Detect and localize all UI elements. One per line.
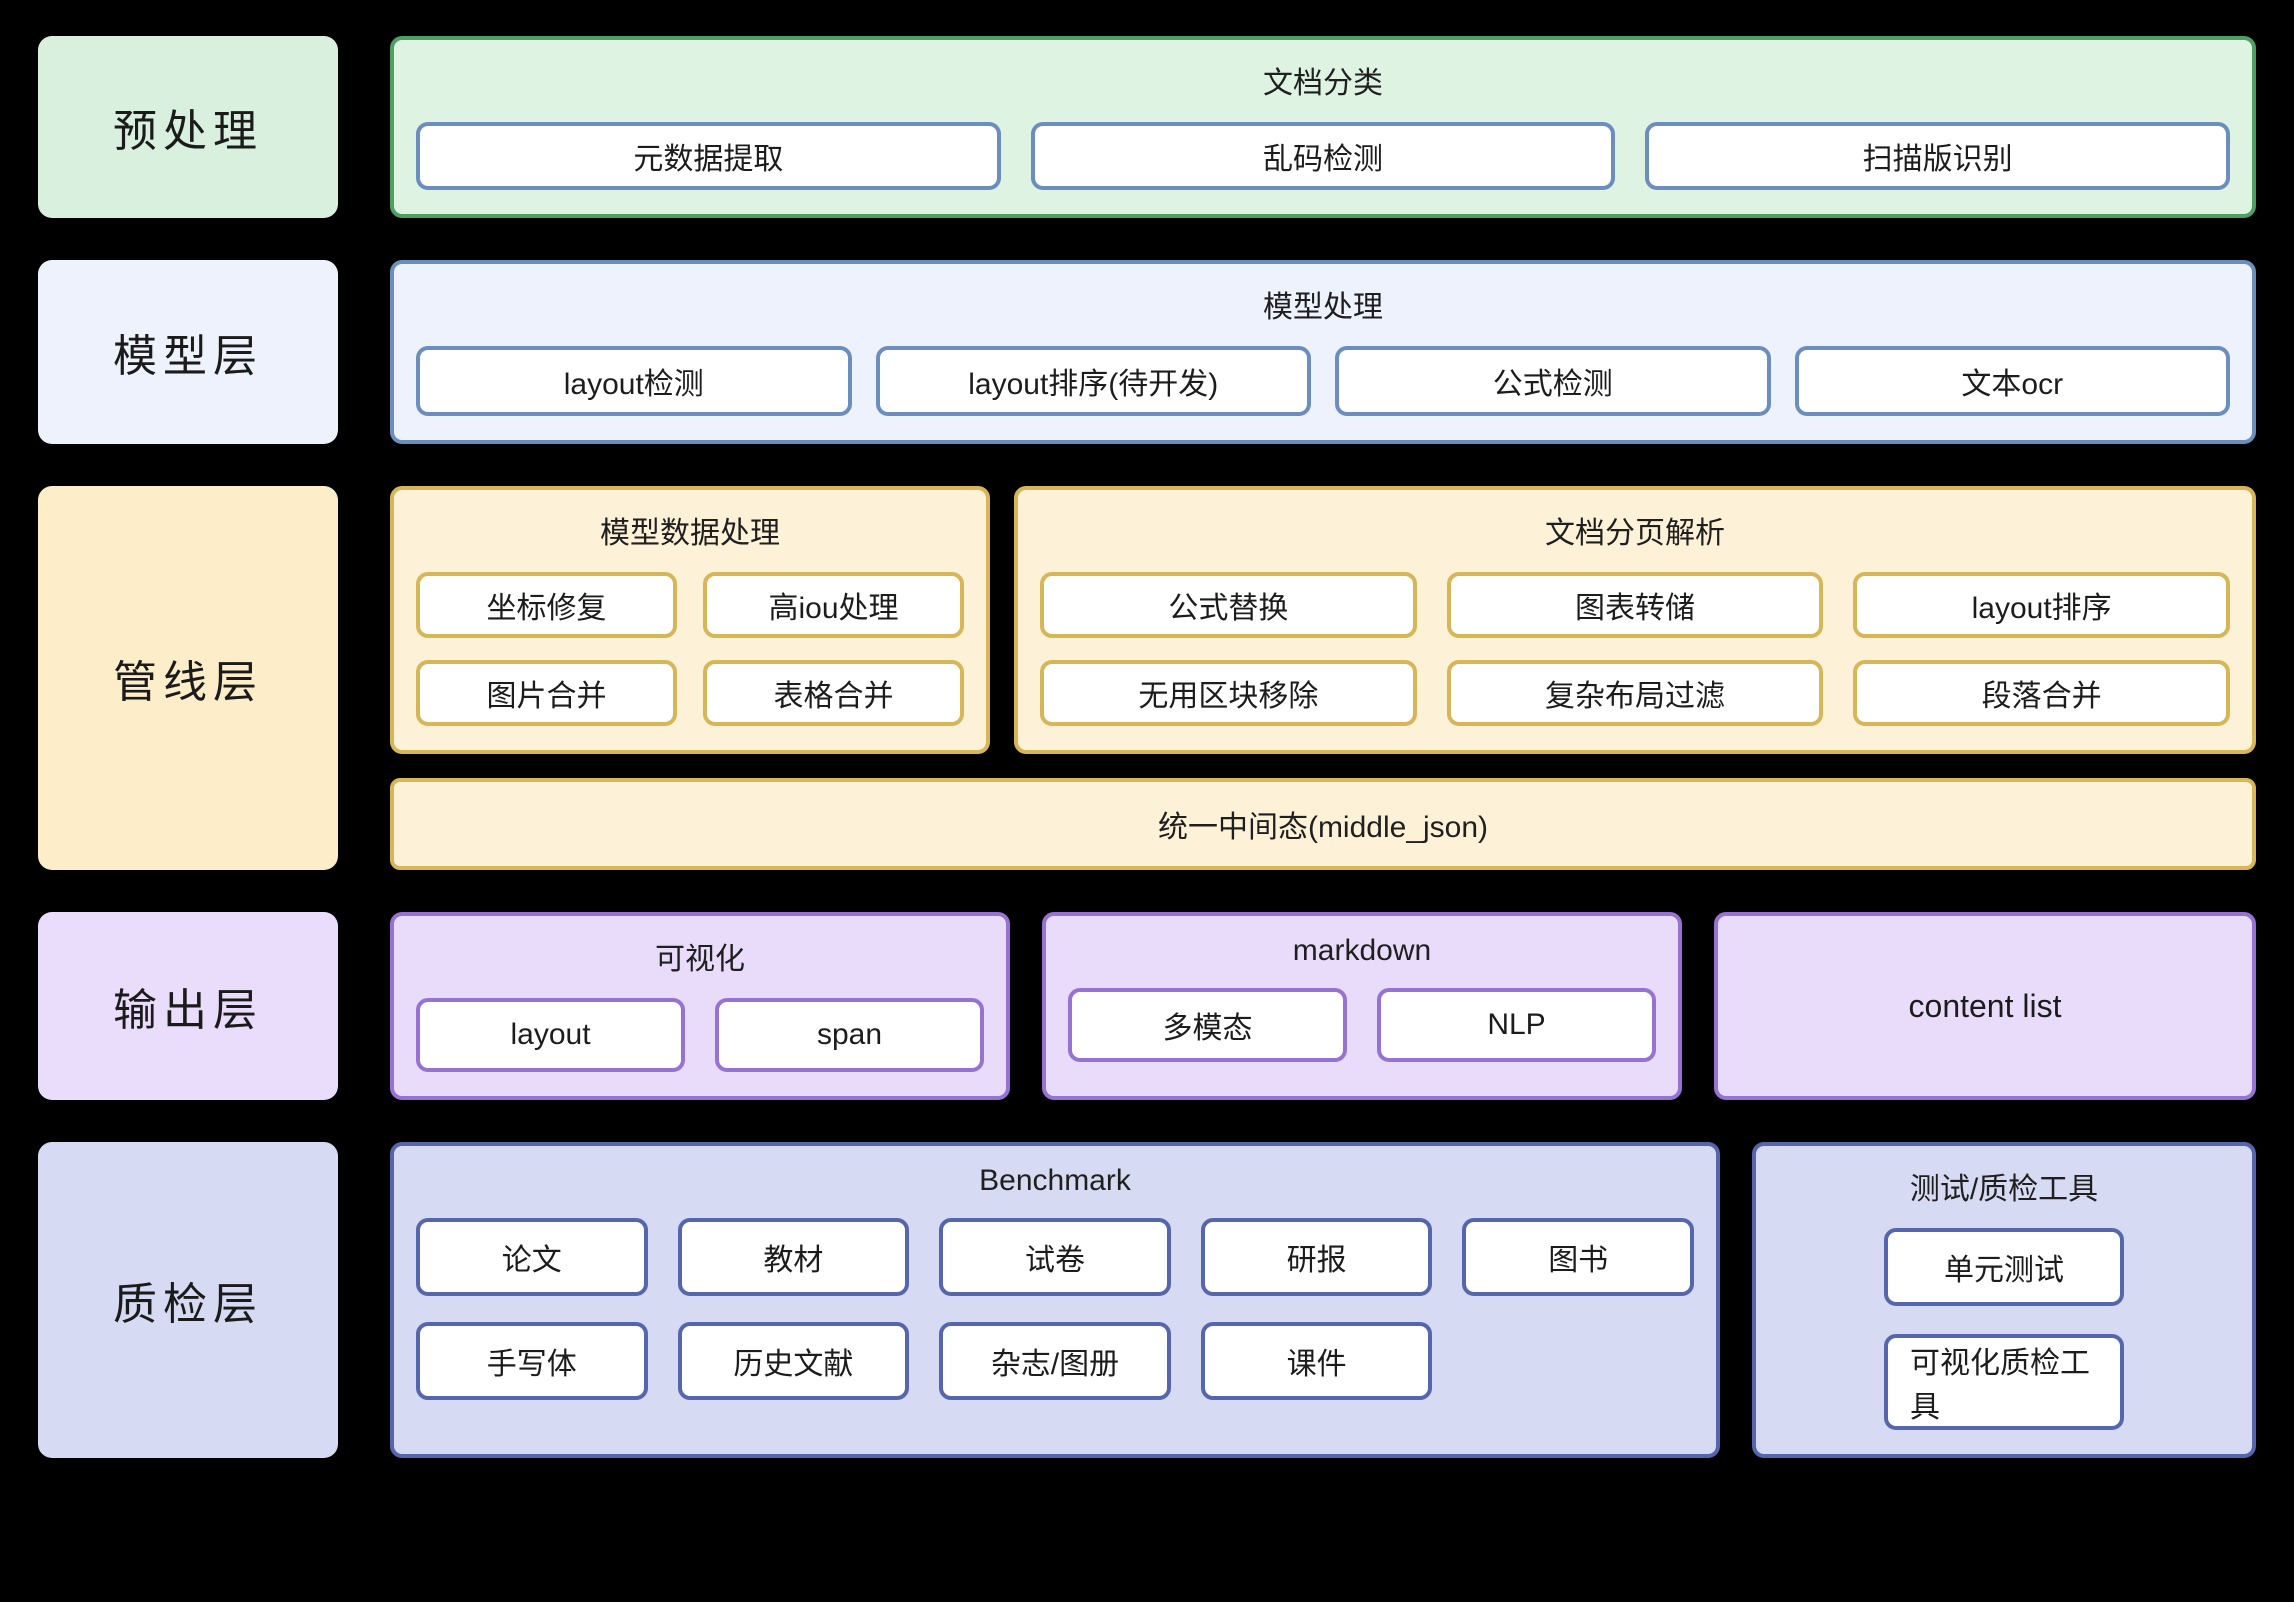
chip-courseware[interactable]: 课件 bbox=[1200, 1322, 1433, 1400]
chip-list-visualization: layout span bbox=[416, 998, 984, 1072]
group-markdown: markdown 多模态 NLP bbox=[1042, 912, 1682, 1100]
chip-list-markdown: 多模态 NLP bbox=[1068, 988, 1656, 1062]
chip-textbook[interactable]: 教材 bbox=[677, 1218, 910, 1296]
group-title-model-data-processing: 模型数据处理 bbox=[600, 517, 780, 550]
chip-research-report[interactable]: 研报 bbox=[1200, 1218, 1433, 1296]
layer-row-quality: 质检层 Benchmark 论文 教材 试卷 研报 图书 手写体 历史文献 杂志… bbox=[38, 1142, 2256, 1458]
chip-layout-ordering[interactable]: layout排序(待开发) bbox=[875, 346, 1311, 416]
chip-text-ocr[interactable]: 文本ocr bbox=[1794, 346, 2230, 416]
band-output: 可视化 layout span markdown 多模态 NLP content… bbox=[390, 912, 2256, 1100]
chip-nlp[interactable]: NLP bbox=[1377, 988, 1656, 1062]
group-document-classification: 文档分类 元数据提取 乱码检测 扫描版识别 bbox=[390, 36, 2256, 218]
layer-label-preprocess: 预处理 bbox=[38, 36, 338, 218]
chip-list-document-classification: 元数据提取 乱码检测 扫描版识别 bbox=[416, 122, 2231, 190]
layer-content-model: 模型处理 layout检测 layout排序(待开发) 公式检测 文本ocr bbox=[390, 260, 2256, 444]
group-title-visualization: 可视化 bbox=[655, 943, 745, 976]
layer-content-pipeline: 模型数据处理 坐标修复 高iou处理 图片合并 表格合并 文档分页解析 公式替换… bbox=[390, 486, 2256, 870]
chip-layout-sorting[interactable]: layout排序 bbox=[1853, 572, 2230, 638]
band-quality: Benchmark 论文 教材 试卷 研报 图书 手写体 历史文献 杂志/图册 … bbox=[390, 1142, 2256, 1458]
group-model-processing: 模型处理 layout检测 layout排序(待开发) 公式检测 文本ocr bbox=[390, 260, 2256, 444]
band-preprocess: 文档分类 元数据提取 乱码检测 扫描版识别 bbox=[390, 36, 2256, 218]
layer-row-output: 输出层 可视化 layout span markdown 多模态 NLP bbox=[38, 912, 2256, 1100]
group-title-document-classification: 文档分类 bbox=[1263, 67, 1383, 100]
layer-row-pipeline: 管线层 模型数据处理 坐标修复 高iou处理 图片合并 表格合并 文档分页解析 … bbox=[38, 486, 2256, 870]
chip-layout-detection[interactable]: layout检测 bbox=[416, 346, 852, 416]
chip-historical-document[interactable]: 历史文献 bbox=[677, 1322, 910, 1400]
chip-book[interactable]: 图书 bbox=[1462, 1218, 1694, 1296]
chip-formula-replacement[interactable]: 公式替换 bbox=[1040, 572, 1417, 638]
group-title-testing-qa-tools: 测试/质检工具 bbox=[1909, 1173, 2099, 1206]
chip-visual-qa-tool[interactable]: 可视化质检工具 bbox=[1884, 1334, 2124, 1430]
layer-row-model: 模型层 模型处理 layout检测 layout排序(待开发) 公式检测 文本o… bbox=[38, 260, 2256, 444]
chip-layout[interactable]: layout bbox=[416, 998, 685, 1072]
group-title-benchmark: Benchmark bbox=[979, 1164, 1131, 1197]
chip-image-merge[interactable]: 图片合并 bbox=[416, 660, 677, 726]
chip-useless-block-removal[interactable]: 无用区块移除 bbox=[1040, 660, 1417, 726]
group-title-document-page-parsing: 文档分页解析 bbox=[1545, 517, 1725, 550]
layer-content-quality: Benchmark 论文 教材 试卷 研报 图书 手写体 历史文献 杂志/图册 … bbox=[390, 1142, 2256, 1458]
group-model-data-processing: 模型数据处理 坐标修复 高iou处理 图片合并 表格合并 bbox=[390, 486, 990, 754]
group-visualization: 可视化 layout span bbox=[390, 912, 1010, 1100]
chip-paper[interactable]: 论文 bbox=[416, 1218, 648, 1296]
chip-magazine-album[interactable]: 杂志/图册 bbox=[939, 1322, 1171, 1400]
chip-garbled-detection[interactable]: 乱码检测 bbox=[1030, 122, 1616, 190]
layer-content-preprocess: 文档分类 元数据提取 乱码检测 扫描版识别 bbox=[390, 36, 2256, 218]
group-title-model-processing: 模型处理 bbox=[1263, 291, 1383, 324]
chip-table-merge[interactable]: 表格合并 bbox=[703, 660, 964, 726]
chip-list-document-page-parsing: 公式替换 图表转储 layout排序 无用区块移除 复杂布局过滤 段落合并 bbox=[1040, 572, 2230, 726]
chip-chart-storage[interactable]: 图表转储 bbox=[1446, 572, 1824, 638]
chip-metadata-extraction[interactable]: 元数据提取 bbox=[416, 122, 1001, 190]
chip-list-benchmark: 论文 教材 试卷 研报 图书 手写体 历史文献 杂志/图册 课件 bbox=[416, 1218, 1694, 1400]
chip-multimodal[interactable]: 多模态 bbox=[1068, 988, 1347, 1062]
layer-label-output: 输出层 bbox=[38, 912, 338, 1100]
chip-list-testing-qa-tools: 单元测试 可视化质检工具 bbox=[1778, 1228, 2230, 1430]
layer-label-quality: 质检层 bbox=[38, 1142, 338, 1458]
layer-row-preprocess: 预处理 文档分类 元数据提取 乱码检测 扫描版识别 bbox=[38, 36, 2256, 218]
chip-list-model-data-processing: 坐标修复 高iou处理 图片合并 表格合并 bbox=[416, 572, 964, 726]
group-content-list[interactable]: content list bbox=[1714, 912, 2256, 1100]
layer-content-output: 可视化 layout span markdown 多模态 NLP content… bbox=[390, 912, 2256, 1100]
group-benchmark: Benchmark 论文 教材 试卷 研报 图书 手写体 历史文献 杂志/图册 … bbox=[390, 1142, 1720, 1458]
chip-list-model-processing: layout检测 layout排序(待开发) 公式检测 文本ocr bbox=[416, 346, 2230, 416]
chip-unit-test[interactable]: 单元测试 bbox=[1884, 1228, 2124, 1306]
group-document-page-parsing: 文档分页解析 公式替换 图表转储 layout排序 无用区块移除 复杂布局过滤 … bbox=[1014, 486, 2256, 754]
group-title-markdown: markdown bbox=[1292, 934, 1432, 967]
band-model: 模型处理 layout检测 layout排序(待开发) 公式检测 文本ocr bbox=[390, 260, 2256, 444]
layer-label-model: 模型层 bbox=[38, 260, 338, 444]
chip-span[interactable]: span bbox=[715, 998, 984, 1072]
chip-paragraph-merge[interactable]: 段落合并 bbox=[1853, 660, 2230, 726]
chip-complex-layout-filter[interactable]: 复杂布局过滤 bbox=[1446, 660, 1824, 726]
band-pipeline: 模型数据处理 坐标修复 高iou处理 图片合并 表格合并 文档分页解析 公式替换… bbox=[390, 486, 2256, 754]
chip-formula-detection[interactable]: 公式检测 bbox=[1335, 346, 1771, 416]
layer-label-pipeline: 管线层 bbox=[38, 486, 338, 870]
chip-exam-paper[interactable]: 试卷 bbox=[939, 1218, 1171, 1296]
chip-coordinate-repair[interactable]: 坐标修复 bbox=[416, 572, 677, 638]
chip-scanned-recognition[interactable]: 扫描版识别 bbox=[1645, 122, 2231, 190]
unified-middle-json-bar[interactable]: 统一中间态(middle_json) bbox=[390, 778, 2256, 870]
chip-handwriting[interactable]: 手写体 bbox=[416, 1322, 648, 1400]
group-testing-qa-tools: 测试/质检工具 单元测试 可视化质检工具 bbox=[1752, 1142, 2256, 1458]
chip-high-iou-handling[interactable]: 高iou处理 bbox=[703, 572, 964, 638]
